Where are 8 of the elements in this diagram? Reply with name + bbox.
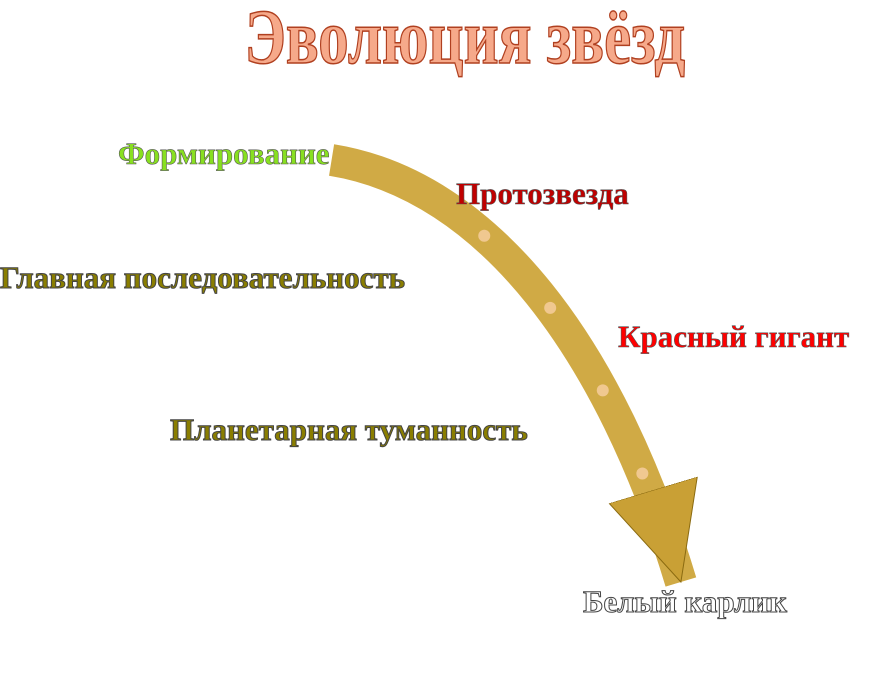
stage-label: Формирование xyxy=(118,136,330,172)
stage-label: Планетарная туманность xyxy=(170,412,528,448)
stage-label: Белый карлик xyxy=(583,584,787,620)
curved-arrow xyxy=(328,144,696,587)
stage-label: Красный гигант xyxy=(618,319,850,355)
stage-label: Главная последовательность xyxy=(0,260,405,296)
title: Эволюция звёзд xyxy=(244,0,686,82)
stage-label: Протозвезда xyxy=(456,176,629,212)
